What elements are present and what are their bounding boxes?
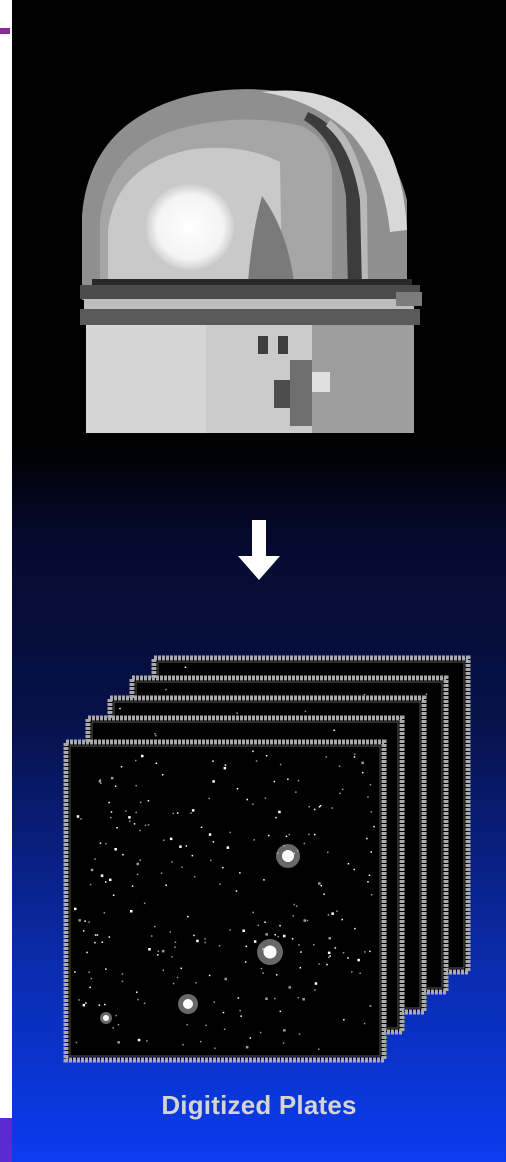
observatory-dome-icon: [80, 89, 422, 433]
left-edge-strip: [0, 0, 12, 1162]
digitized-plates-caption: Digitized Plates: [12, 1090, 506, 1121]
left-edge-mark-top: [0, 28, 10, 34]
plate-5: [66, 742, 384, 1060]
diagram-canvas: [12, 0, 506, 1162]
diagram-panel: Digitized Plates: [12, 0, 506, 1162]
photographic-plate-stack-icon: [66, 658, 468, 1060]
left-edge-mark-bottom: [0, 1118, 12, 1162]
moon-glow: [146, 184, 234, 270]
